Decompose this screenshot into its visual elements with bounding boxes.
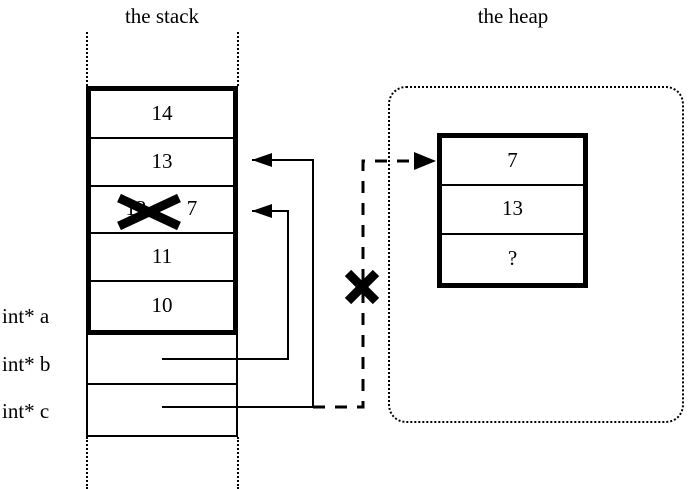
heap-cell-value: 7: [507, 148, 518, 173]
variable-label-c: int* c: [2, 399, 50, 423]
stack-local-slot-b: [88, 335, 236, 385]
stack-cell: 14: [91, 91, 233, 139]
stack-rail-top-left: [86, 32, 88, 86]
stack-title: the stack: [124, 4, 200, 28]
stack-cell: 13: [91, 139, 233, 187]
stack-cell-value: 10: [151, 293, 173, 318]
stack-locals-area: [86, 335, 238, 437]
stack-frame: 14 13 12 7 11 10: [86, 86, 238, 335]
dangling-pointer-arrow: [313, 152, 436, 409]
stack-cell-new-value: 7: [186, 196, 198, 221]
pointer-arrow-c: [162, 153, 314, 408]
heap-cell-value: 13: [502, 196, 523, 221]
heap-region: [388, 86, 684, 423]
heap-cell: 7: [442, 138, 583, 187]
heap-block: 7 13 ?: [437, 133, 588, 288]
stack-cell-value: 11: [151, 244, 173, 269]
stack-rail-bottom-left: [86, 437, 88, 489]
heap-cell: ?: [442, 235, 583, 283]
stack-cell-value: 13: [151, 148, 173, 173]
heap-cell-value: ?: [507, 245, 518, 270]
variable-label-a: int* a: [2, 304, 50, 328]
stack-rail-bottom-right: [237, 437, 239, 489]
heap-title: the heap: [477, 4, 549, 28]
pointer-arrow-b: [162, 204, 289, 360]
heap-cell: 13: [442, 186, 583, 235]
stack-cell-value: 14: [151, 100, 173, 125]
broken-link-x-icon: [344, 269, 380, 305]
stack-cell: 10: [91, 282, 233, 330]
variable-label-b: int* b: [2, 352, 51, 376]
stack-rail-top-right: [237, 32, 239, 86]
stack-cell: 11: [91, 234, 233, 283]
